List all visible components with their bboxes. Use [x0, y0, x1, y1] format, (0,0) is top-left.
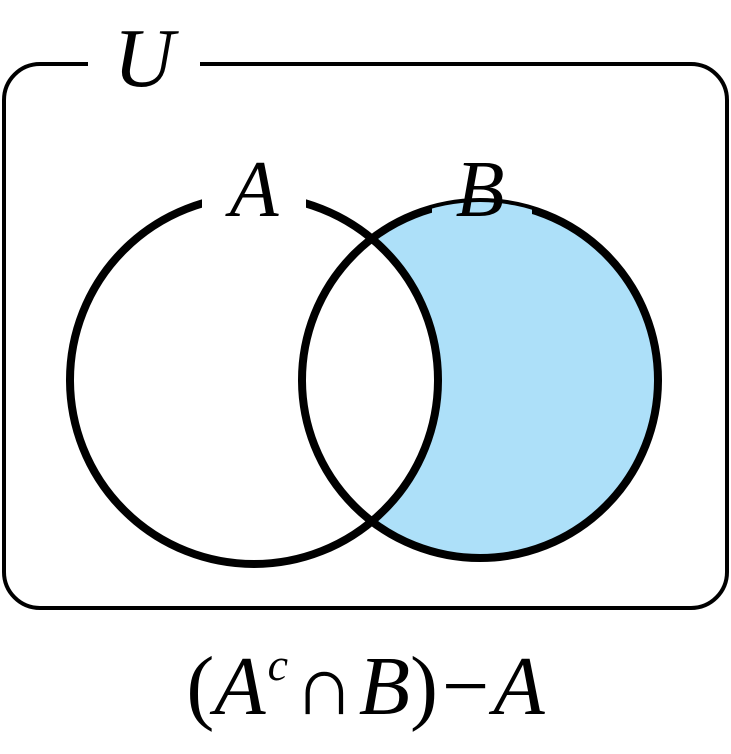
set-a-label: A	[225, 146, 280, 234]
universe-label-gap	[88, 40, 200, 92]
set-a-label-gap	[202, 160, 306, 230]
universe-box	[2, 62, 729, 610]
universe-label: U	[114, 12, 180, 105]
expr-open-paren: (	[186, 640, 215, 733]
set-b-label-gap	[432, 202, 532, 230]
set-expression: (Ac∩B)−A	[0, 632, 731, 742]
expr-intersect-symbol: ∩	[294, 640, 355, 733]
expr-complement-mark: c	[267, 639, 289, 690]
expr-set-b: B	[358, 640, 411, 733]
set-b-label: B	[456, 146, 505, 234]
expr-set-a: A	[214, 640, 266, 733]
shaded-region-b-minus-a	[302, 202, 658, 558]
expr-set-a-second: A	[493, 640, 545, 733]
expr-close-paren: )	[410, 640, 438, 733]
expr-minus-symbol: −	[442, 640, 490, 733]
